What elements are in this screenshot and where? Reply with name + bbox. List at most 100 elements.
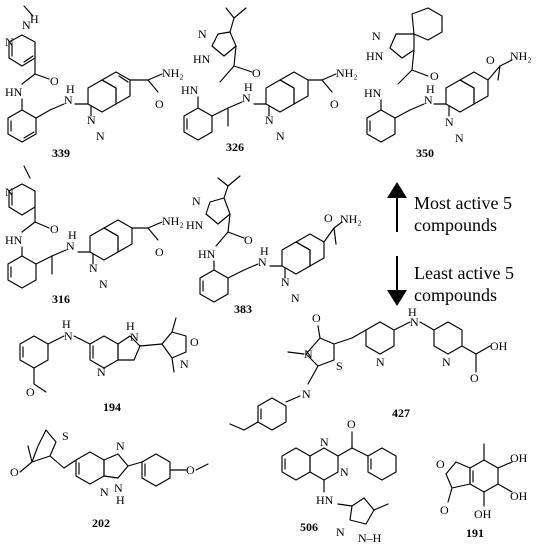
atom-label: N [66, 239, 75, 253]
most-active-label-line2: compounds [414, 215, 497, 235]
atom-label: N [89, 261, 98, 275]
atom-label: O [26, 385, 35, 399]
atom-label: N [116, 439, 125, 453]
structure-427: O N S N N H N N O OH [229, 305, 508, 431]
atom-label: NH₂ [510, 49, 532, 63]
atom-label: N [304, 347, 313, 361]
atom-label: N [5, 35, 14, 49]
atom-label: N [442, 355, 451, 369]
compound-label-316: 316 [52, 292, 70, 306]
atom-label: OH [510, 451, 528, 465]
atom-label: N [100, 485, 109, 499]
atom-label: H [126, 319, 135, 333]
atom-label: O [430, 69, 439, 83]
compound-label-191: 191 [466, 526, 484, 540]
atom-label: O [486, 53, 495, 67]
compound-label-326: 326 [226, 140, 244, 154]
atom-label: O [470, 371, 479, 385]
atom-label: N [97, 365, 106, 379]
atom-label: N [276, 129, 285, 143]
atom-label: N [114, 481, 123, 495]
atom-label: O [10, 465, 19, 479]
atom-label: NH₂ [336, 66, 358, 80]
atom-label: N [99, 277, 108, 291]
structure-506: N N O HN N N–H [281, 417, 397, 545]
atom-label: H [66, 82, 75, 96]
atom-label: OH [510, 489, 528, 503]
atom-label: N [302, 387, 311, 401]
atom-label: OH [490, 339, 508, 353]
atom-label: N [424, 93, 433, 107]
atom-label: N–H [358, 531, 382, 545]
atom-label: O [186, 463, 195, 477]
atom-label: O [436, 457, 445, 471]
atom-label: N [192, 194, 201, 208]
atom-label: O [50, 74, 59, 88]
compound-label-339: 339 [52, 146, 70, 160]
atom-label: HN [186, 218, 204, 232]
atom-label: H [260, 244, 269, 258]
atom-label: O [347, 417, 356, 431]
atom-label: N [64, 329, 73, 343]
compound-label-350: 350 [416, 146, 434, 160]
least-active-label-line1: Least active 5 [414, 263, 514, 283]
compound-label-506: 506 [300, 520, 318, 534]
structure-350: N HN O HN N H O NH₂ N N [364, 7, 532, 145]
atom-label: N [198, 27, 207, 41]
atom-label: O [330, 97, 339, 111]
atom-label: S [336, 359, 343, 373]
atom-label: N [130, 330, 139, 344]
structure-202: O S N N N H O [10, 429, 209, 507]
atom-label: H [62, 317, 71, 331]
atom-label: N [455, 131, 464, 145]
atom-label: N [281, 275, 290, 289]
structure-339: H N N O HN N H O NH₂ N N [5, 5, 184, 143]
structure-191: O O OH OH OH [436, 443, 528, 521]
atom-label: N [445, 115, 454, 129]
atom-label: H [30, 12, 39, 26]
least-active-label-line2: compounds [414, 285, 497, 305]
atom-label: N [96, 129, 105, 143]
atom-label: N [340, 465, 349, 479]
atom-label: HN [5, 233, 23, 247]
atom-label: N [410, 315, 419, 329]
atom-label: HN [366, 49, 384, 63]
atom-label: N [87, 113, 96, 127]
atom-label: HN [198, 247, 216, 261]
atom-label: O [155, 245, 164, 259]
atom-label: O [50, 222, 59, 236]
structure-326: N HN O HN N H O NH₂ N N [181, 7, 358, 143]
atom-label: N [336, 525, 345, 539]
atom-label: N [5, 185, 14, 199]
atom-label: O [324, 211, 333, 225]
compound-label-383: 383 [234, 302, 252, 316]
atom-label: HN [5, 85, 23, 99]
atom-label: H [426, 82, 435, 96]
atom-label: N [320, 435, 329, 449]
compound-label-202: 202 [92, 516, 110, 530]
most-active-label-line1: Most active 5 [414, 193, 512, 213]
atom-label: HN [316, 493, 334, 507]
atom-label: N [64, 93, 73, 107]
atom-label: O [252, 66, 261, 80]
atom-label: H [244, 80, 253, 94]
atom-label: O [155, 97, 164, 111]
atom-label: HN [181, 83, 199, 97]
structure-383: N HN O HN N H O NH₂ N N [186, 175, 362, 305]
atom-label: N [242, 91, 251, 105]
structure-316: N O HN N H O NH₂ N N [5, 165, 184, 291]
atom-label: N [372, 29, 381, 43]
atom-label: S [62, 429, 69, 443]
atom-label: N [22, 18, 31, 32]
atom-label: N [265, 113, 274, 127]
atom-label: NH₂ [340, 212, 362, 226]
atom-label: O [440, 503, 449, 517]
structure-194: O H N N H N O N [19, 317, 199, 399]
compound-label-427: 427 [392, 406, 410, 420]
atom-label: N [291, 291, 300, 305]
atom-label: N [180, 357, 189, 371]
atom-label: HN [193, 52, 211, 66]
atom-label: NH₂ [162, 66, 184, 80]
